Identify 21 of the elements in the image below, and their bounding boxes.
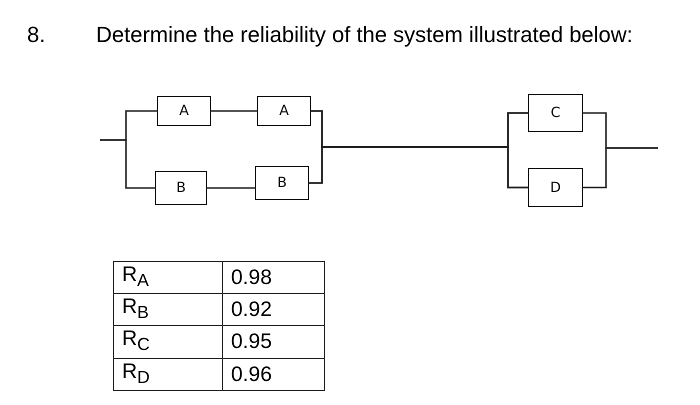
title: Determine the reliability of the system illustrated below: xyxy=(96,22,633,48)
table-cell: R$_{A}$ xyxy=(114,262,222,294)
component-box: C xyxy=(528,94,583,132)
component-box: A xyxy=(257,96,311,126)
component-box: D xyxy=(528,168,583,207)
question-number: 8. xyxy=(27,22,46,48)
table-cell: 0.95 xyxy=(222,326,324,358)
component-box: B xyxy=(255,166,309,200)
table-cell: 0.98 xyxy=(222,262,324,294)
connector-line xyxy=(583,147,658,188)
table-cell: R$_{D}$ xyxy=(114,358,222,390)
connector-line xyxy=(100,139,155,189)
component-box: B xyxy=(155,171,207,205)
table-cell: 0.96 xyxy=(222,358,324,390)
connector-line xyxy=(211,110,257,112)
table-cell: 0.92 xyxy=(222,294,324,326)
connector-line xyxy=(207,187,255,189)
table-cell: R$_{B}$ xyxy=(114,294,222,326)
table-cell: R$_{C}$ xyxy=(114,326,222,358)
connector-line xyxy=(309,146,528,188)
component-box: A xyxy=(157,96,211,126)
